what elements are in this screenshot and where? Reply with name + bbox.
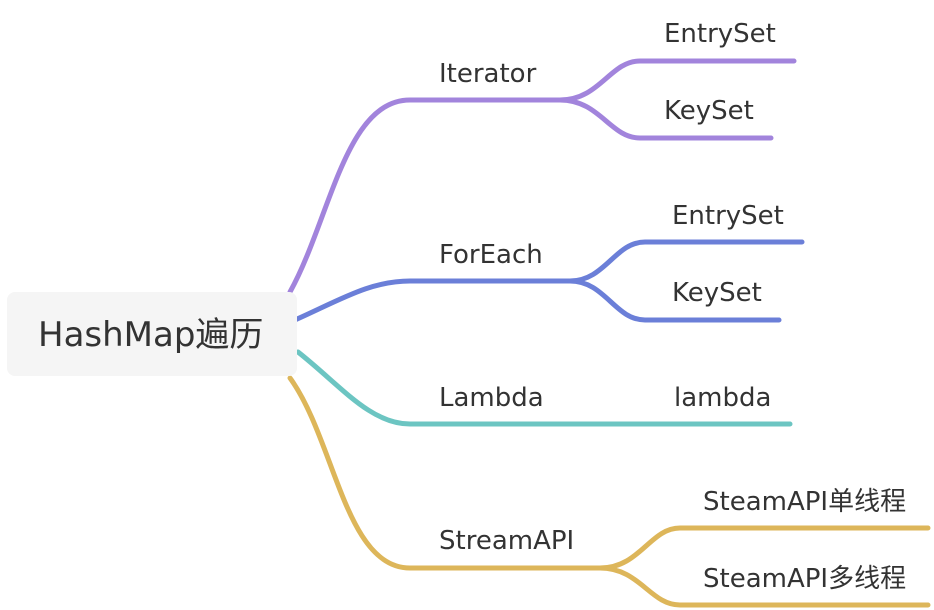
branch-iterator-label[interactable]: Iterator [439, 59, 537, 89]
root-node-label: HashMap遍历 [38, 315, 263, 355]
branch-streamapi-label[interactable]: StreamAPI [439, 526, 574, 556]
leaf-foreach-entryset-label[interactable]: EntrySet [672, 201, 784, 231]
leaf-streamapi-single-label[interactable]: SteamAPI单线程 [703, 487, 906, 517]
leaf-foreach-keyset-label[interactable]: KeySet [672, 278, 762, 308]
edge-foreach-keyset [567, 278, 782, 323]
leaf-streamapi-multi-label[interactable]: SteamAPI多线程 [703, 564, 906, 594]
root-node[interactable]: HashMap遍历 [7, 292, 297, 376]
root-node-box [7, 292, 297, 376]
edge-root-foreach [292, 278, 573, 323]
branch-foreach-label[interactable]: ForEach [439, 240, 543, 270]
edge-iterator-keyset [557, 97, 774, 141]
edge-root-streamapi [287, 375, 603, 571]
edge-root-lambda [295, 349, 793, 427]
edge-streamapi-multi [597, 565, 931, 608]
leaf-iterator-keyset-label[interactable]: KeySet [664, 96, 754, 126]
edge-iterator-entryset [557, 58, 797, 103]
leaf-iterator-entryset-label[interactable]: EntrySet [664, 19, 776, 49]
leaf-lambda-label[interactable]: lambda [674, 383, 771, 413]
edge-root-iterator [287, 97, 563, 295]
edge-streamapi-single [597, 525, 931, 571]
branch-lambda-label[interactable]: Lambda [439, 383, 544, 413]
edge-foreach-entryset [567, 239, 805, 284]
